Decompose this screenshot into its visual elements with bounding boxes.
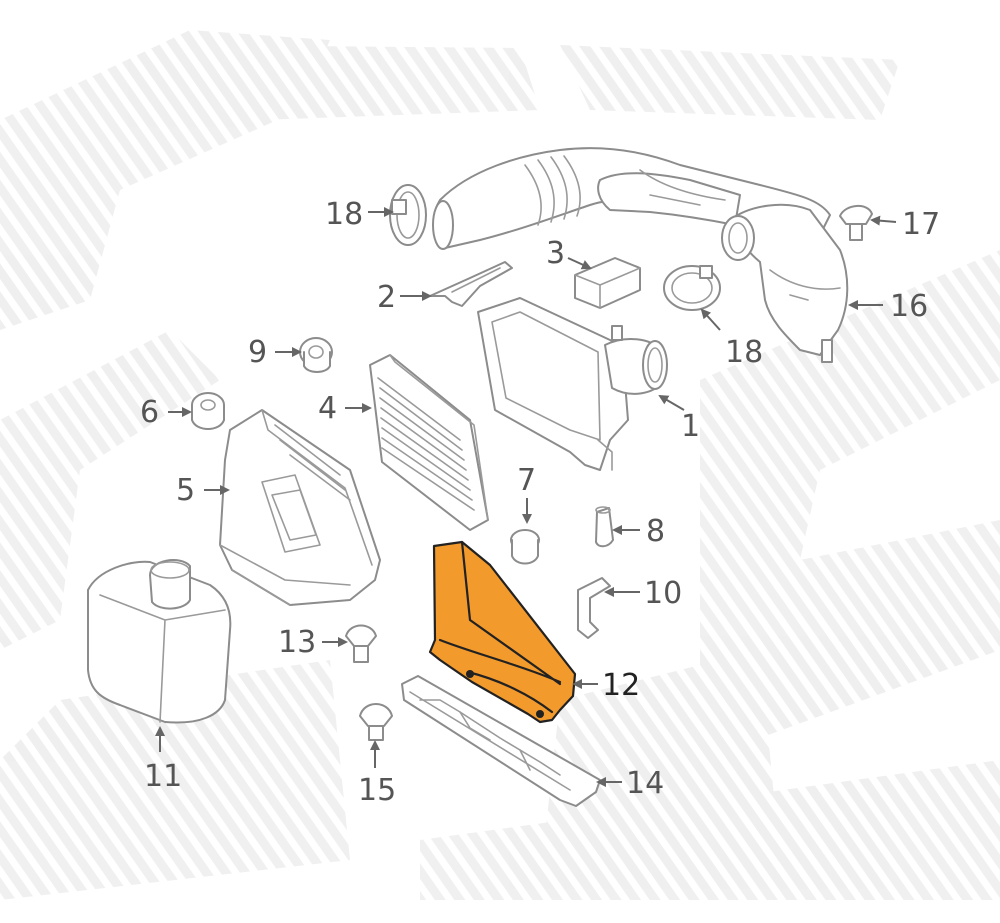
part-6-grommet[interactable] xyxy=(191,392,225,430)
part-17-clip[interactable] xyxy=(839,205,873,241)
watermark-logo xyxy=(0,30,1000,900)
part-12-duct[interactable] xyxy=(428,540,577,724)
part-11-tank[interactable] xyxy=(87,559,232,724)
leader-arrows xyxy=(155,207,897,787)
callout-1: 1 xyxy=(681,409,700,444)
part-8-tube[interactable] xyxy=(595,506,614,548)
air-intake-hose[interactable] xyxy=(432,147,831,250)
part-3-sensor[interactable] xyxy=(574,257,641,309)
part-7-grommet[interactable] xyxy=(510,529,540,565)
part-4-filter-element[interactable] xyxy=(369,354,489,531)
part-10-bracket[interactable] xyxy=(577,577,611,639)
part-15-clip[interactable] xyxy=(359,703,393,741)
callout-2: 2 xyxy=(377,280,396,315)
part-2-bracket[interactable] xyxy=(429,261,513,307)
part-16-resonator[interactable] xyxy=(721,203,849,363)
part-13-clip[interactable] xyxy=(345,624,377,663)
callout-4: 4 xyxy=(318,391,337,426)
part-9-grommet[interactable] xyxy=(299,337,333,373)
callout-17: 17 xyxy=(902,207,940,242)
part-14-guide[interactable] xyxy=(401,675,601,807)
callout-16: 16 xyxy=(890,289,928,324)
part-18-clamp-left[interactable] xyxy=(389,184,427,246)
callout-11: 11 xyxy=(144,759,182,794)
callout-12: 12 xyxy=(602,668,640,703)
callout-3: 3 xyxy=(546,236,565,271)
part-1-cleaner-case-upper[interactable] xyxy=(477,297,668,471)
callout-18-left: 18 xyxy=(325,197,363,232)
callout-6: 6 xyxy=(140,395,159,430)
callout-8: 8 xyxy=(646,514,665,549)
part-5-cleaner-case-lower[interactable] xyxy=(219,409,381,606)
callout-7: 7 xyxy=(517,463,536,498)
callout-5: 5 xyxy=(176,473,195,508)
callout-9: 9 xyxy=(248,335,267,370)
part-18-clamp-right[interactable] xyxy=(663,265,721,311)
callout-14: 14 xyxy=(626,766,664,801)
callout-18-right: 18 xyxy=(725,335,763,370)
callout-13: 13 xyxy=(278,625,316,660)
callout-15: 15 xyxy=(358,773,396,808)
callout-10: 10 xyxy=(644,576,682,611)
